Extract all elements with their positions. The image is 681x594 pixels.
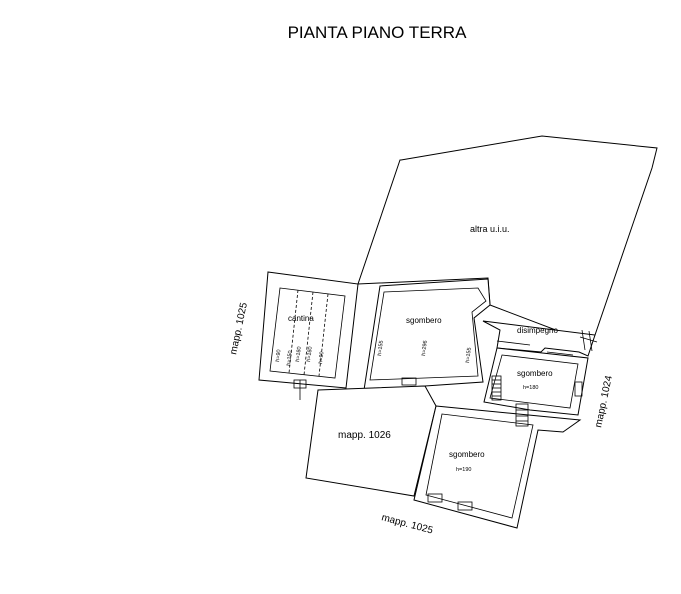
sgombero-1-label: sgombero <box>406 316 442 325</box>
sgombero-1-height: h=155 <box>465 347 473 363</box>
stair-door <box>515 403 529 427</box>
cantina-inner-wall <box>269 287 346 379</box>
sgombero-3-outer <box>413 405 582 529</box>
sgombero-1-outer <box>363 278 491 391</box>
disimpegno-wall <box>546 351 574 356</box>
cantina-shelf-line <box>288 289 299 374</box>
sgombero-1-height: h=155 <box>377 340 385 356</box>
disimpegno-area <box>482 320 596 357</box>
mapp-1026-label: mapp. 1026 <box>338 430 391 441</box>
door-symbol <box>588 330 593 352</box>
cantina-shelf-line <box>303 291 314 376</box>
cantina-outer-wall <box>258 271 359 389</box>
sgombero-3-door-left <box>427 493 443 503</box>
sgombero-3-label: sgombero <box>449 450 485 459</box>
disimpegno-wall <box>496 340 531 346</box>
sgombero-2-outer <box>483 347 589 416</box>
cantina-height: h=180 <box>295 346 303 362</box>
cantina-height: h=180 <box>306 346 314 362</box>
disimpegno-label: disimpegno <box>517 326 558 335</box>
sgombero-2-side-door <box>574 381 583 397</box>
plan-title: PIANTA PIANO TERRA <box>288 23 468 42</box>
cantina-shelf-line <box>318 293 329 377</box>
mapp-1024-label: mapp. 1024 <box>593 374 615 428</box>
mapp-1025-left-label: mapp. 1025 <box>228 301 250 355</box>
cantina-height: h=90 <box>318 351 325 364</box>
cantina-label: cantina <box>288 314 314 323</box>
mapp-1025-bottom-label: mapp. 1025 <box>380 512 434 536</box>
altra-uiu-label: altra u.i.u. <box>470 224 510 234</box>
sgombero-1-height: h=296 <box>421 340 429 356</box>
sgombero-2-label: sgombero <box>517 369 553 378</box>
cantina-height: h=90 <box>275 349 282 362</box>
sgombero-2-height: h=180 <box>523 385 538 391</box>
sgombero-1-inner <box>369 287 487 381</box>
cantina-height: h=150 <box>286 350 294 366</box>
door-symbol <box>581 329 586 351</box>
mapp-1026-area <box>305 385 437 497</box>
sgombero-3-inner <box>425 413 534 519</box>
sgombero-3-door-right <box>457 501 473 511</box>
sgombero-1-door <box>401 377 417 386</box>
sgombero-3-height: h=190 <box>456 467 471 473</box>
